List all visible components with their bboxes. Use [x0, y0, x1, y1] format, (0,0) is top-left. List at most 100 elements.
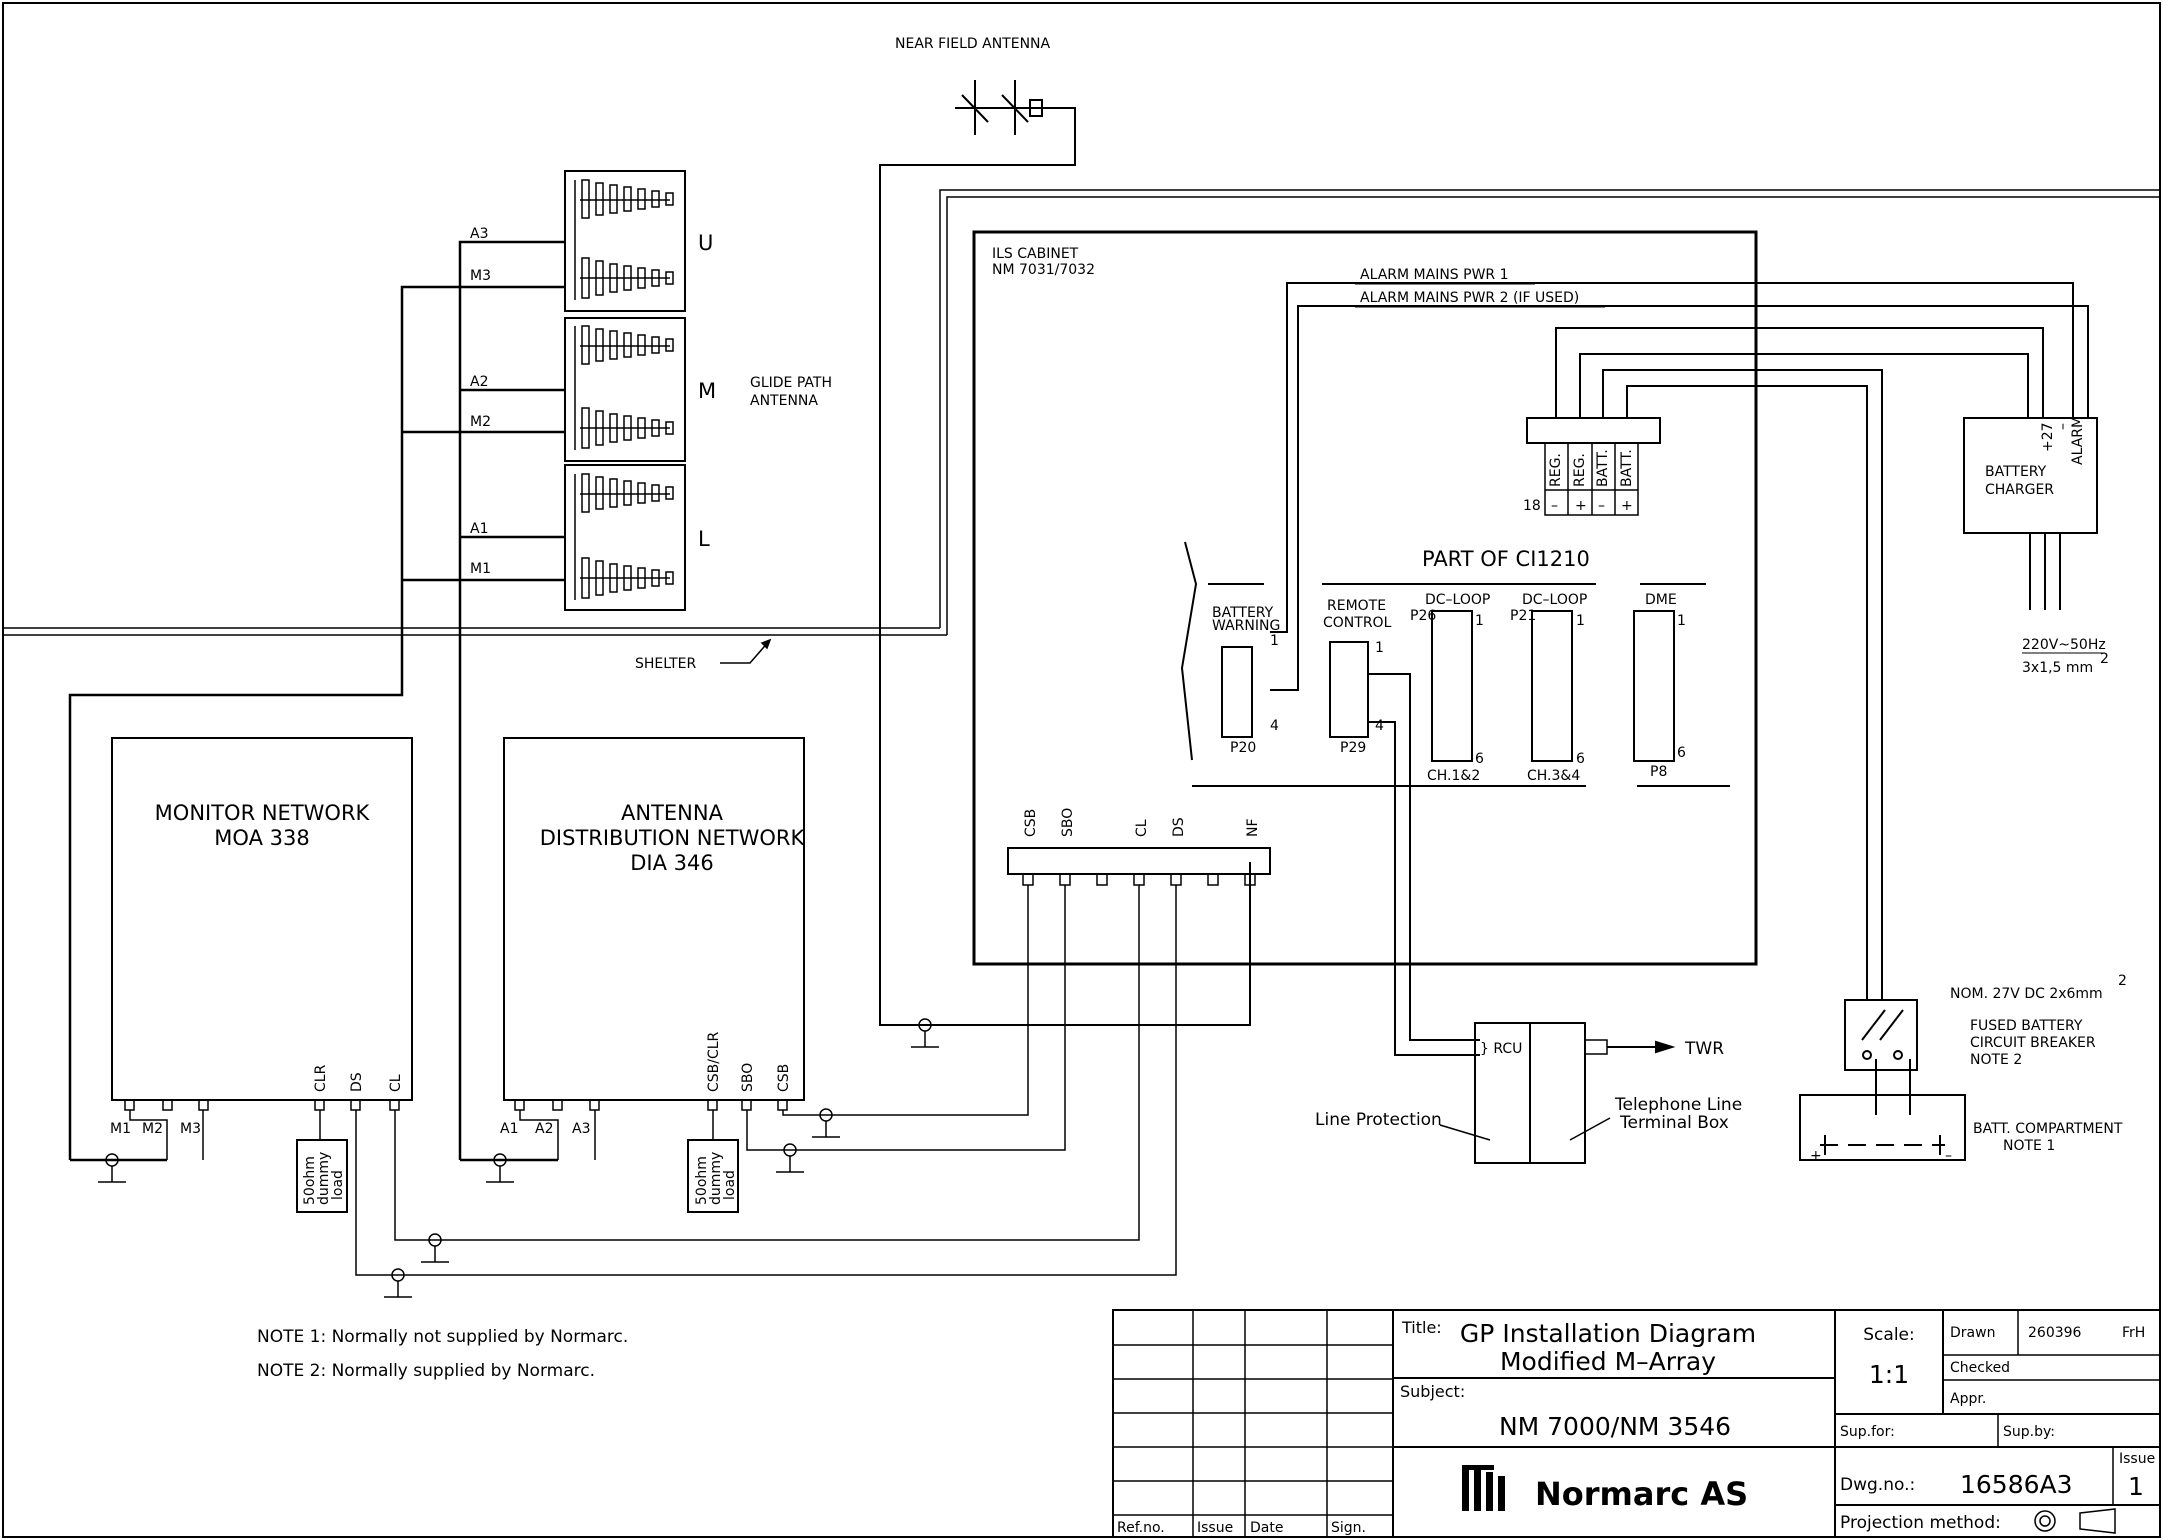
- shelter-label: SHELTER: [635, 656, 697, 672]
- supply-cable: 3x1,5 mm: [2022, 660, 2093, 676]
- charger-label-2: CHARGER: [1985, 482, 2054, 498]
- dummy-load-1-line1: 50ohm: [302, 1156, 318, 1205]
- drawn-date: 260396: [2028, 1325, 2082, 1341]
- feed-a2: A2: [470, 374, 488, 390]
- projection-method-icon: [2034, 1508, 2116, 1534]
- feed-m1: M1: [470, 561, 491, 577]
- issue-value: 1: [2128, 1472, 2144, 1501]
- sup-by-label: Sup.by:: [2003, 1424, 2055, 1440]
- twr-label: TWR: [1684, 1039, 1724, 1059]
- charger-minus: –: [2055, 423, 2071, 430]
- monitor-ds: DS: [349, 1072, 365, 1092]
- drawing-title-2: Modified M–Array: [1500, 1347, 1716, 1376]
- conn-p21: P21: [1510, 608, 1536, 624]
- breaker-label-2: CIRCUIT BREAKER: [1970, 1035, 2096, 1051]
- title-label: Title:: [1401, 1318, 1442, 1337]
- ref-col-refno: Ref.no.: [1117, 1520, 1165, 1536]
- dist-port-a1: A1: [500, 1121, 518, 1137]
- breaker-label-1: FUSED BATTERY: [1970, 1018, 2083, 1034]
- conn-cl: CL: [1134, 819, 1150, 837]
- dist-sbo: SBO: [740, 1063, 756, 1092]
- ref-col-sign: Sign.: [1331, 1520, 1366, 1536]
- near-field-antenna: NEAR FIELD ANTENNA: [879, 36, 1251, 1026]
- remote-control-1: REMOTE: [1327, 598, 1386, 614]
- subject-label: Subject:: [1400, 1382, 1465, 1401]
- ref-col-date: Date: [1250, 1520, 1283, 1536]
- charger-alarm: ALARM: [2070, 416, 2086, 465]
- alarm-mains-2: ALARM MAINS PWR 2 (IF USED): [1360, 290, 1579, 306]
- terminal-label-1: REG.: [1548, 453, 1564, 487]
- monitor-port-m2: M2: [142, 1121, 163, 1137]
- battery-breaker: NOM. 27V DC 2x6mm 2 FUSED BATTERY CIRCUI…: [1799, 973, 2127, 1164]
- ref-col-issue: Issue: [1197, 1520, 1233, 1536]
- monitor-network-label-2: MOA 338: [214, 826, 309, 850]
- dummy-load-1-line2: dummy: [316, 1152, 332, 1205]
- telephone-terminal: } RCU TWR Line Protection Telephone Line…: [1315, 1022, 1742, 1164]
- batt-compartment-2: NOTE 1: [2003, 1138, 2055, 1154]
- conn-p29: P29: [1340, 740, 1366, 756]
- charger-label-1: BATTERY: [1985, 464, 2047, 480]
- conn-p8: P8: [1650, 764, 1667, 780]
- ch12-label: CH.1&2: [1427, 768, 1480, 784]
- remote-control-2: CONTROL: [1323, 615, 1392, 631]
- monitor-port-m3: M3: [180, 1121, 201, 1137]
- battery-warning-2: WARNING: [1212, 618, 1280, 634]
- ground-symbols: [98, 1018, 939, 1298]
- antenna-l-label: L: [698, 527, 710, 551]
- antenna-dist-label-1: ANTENNA: [621, 801, 724, 825]
- antenna-dist-label-2: DISTRIBUTION NETWORK: [540, 826, 806, 850]
- dc2-pin6: 6: [1576, 751, 1585, 767]
- dc-loop-1: DC–LOOP: [1425, 592, 1490, 608]
- alarm-mains-1: ALARM MAINS PWR 1: [1360, 267, 1509, 283]
- drawn-label: Drawn: [1950, 1325, 1995, 1341]
- conn-p26: P26: [1410, 608, 1436, 624]
- conn-nf: NF: [1245, 818, 1261, 837]
- supply-cable-sup: 2: [2100, 651, 2109, 667]
- breaker-label-3: NOTE 2: [1970, 1052, 2022, 1068]
- battery-minus: –: [1945, 1148, 1952, 1164]
- drawn-by: FrH: [2122, 1325, 2145, 1341]
- dme-label: DME: [1645, 592, 1677, 608]
- antenna-m-label: M: [698, 379, 716, 403]
- feed-a1: A1: [470, 521, 488, 537]
- line-protection-label: Line Protection: [1315, 1110, 1442, 1130]
- dc1-pin6: 6: [1475, 751, 1484, 767]
- ils-cabinet-label-1: ILS CABINET: [992, 246, 1079, 262]
- dwg-no-value: 16586A3: [1960, 1470, 2073, 1499]
- telephone-label-2: Terminal Box: [1619, 1113, 1729, 1133]
- subject-value: NM 7000/NM 3546: [1499, 1412, 1731, 1441]
- antenna-dist-label-3: DIA 346: [630, 851, 714, 875]
- part-of-label: PART OF CI1210: [1422, 547, 1590, 571]
- dwg-no-label: Dwg.no.:: [1840, 1475, 1915, 1495]
- projection-label: Projection method:: [1840, 1513, 2001, 1533]
- battery-warning-1: BATTERY: [1212, 605, 1274, 621]
- batt-compartment-1: BATT. COMPARTMENT: [1973, 1121, 2123, 1137]
- terminal-sign-4: +: [1621, 498, 1633, 514]
- title-block: Ref.no. Issue Date Sign. Title: GP Insta…: [1112, 1309, 2161, 1538]
- note-1: NOTE 1: Normally not supplied by Normarc…: [257, 1327, 628, 1347]
- terminal-sign-1: –: [1551, 498, 1558, 514]
- nom-27v-label: NOM. 27V DC 2x6mm: [1950, 986, 2103, 1002]
- dummy-load-2-line2: dummy: [708, 1152, 724, 1205]
- glide-path-label-1: GLIDE PATH: [750, 375, 832, 391]
- monitor-port-m1: M1: [110, 1121, 131, 1137]
- dist-csb-clr: CSB/CLR: [706, 1031, 722, 1092]
- charger-plus27: +27: [2040, 422, 2056, 452]
- terminal-number: 18: [1523, 498, 1541, 514]
- terminal-label-4: BATT.: [1619, 449, 1635, 487]
- bw-pin1: 1: [1270, 633, 1279, 649]
- issue-label: Issue: [2119, 1451, 2155, 1467]
- note-2: NOTE 2: Normally supplied by Normarc.: [257, 1361, 595, 1381]
- dc2-pin1: 1: [1576, 613, 1585, 629]
- monitor-cl: CL: [388, 1074, 404, 1092]
- checked-label: Checked: [1950, 1360, 2010, 1376]
- terminal-label-3: BATT.: [1595, 449, 1611, 487]
- glide-path-antenna: U M L GLIDE PATH ANTENNA A3 M3 A2 M2 A1 …: [68, 170, 832, 1160]
- supply-voltage: 220V~50Hz: [2022, 637, 2106, 653]
- dist-port-a2: A2: [535, 1121, 553, 1137]
- battery-plus: +: [1810, 1148, 1822, 1164]
- dme-pin1: 1: [1677, 613, 1686, 629]
- antenna-u-label: U: [698, 231, 713, 255]
- normarc-logo-icon: [1462, 1465, 1505, 1511]
